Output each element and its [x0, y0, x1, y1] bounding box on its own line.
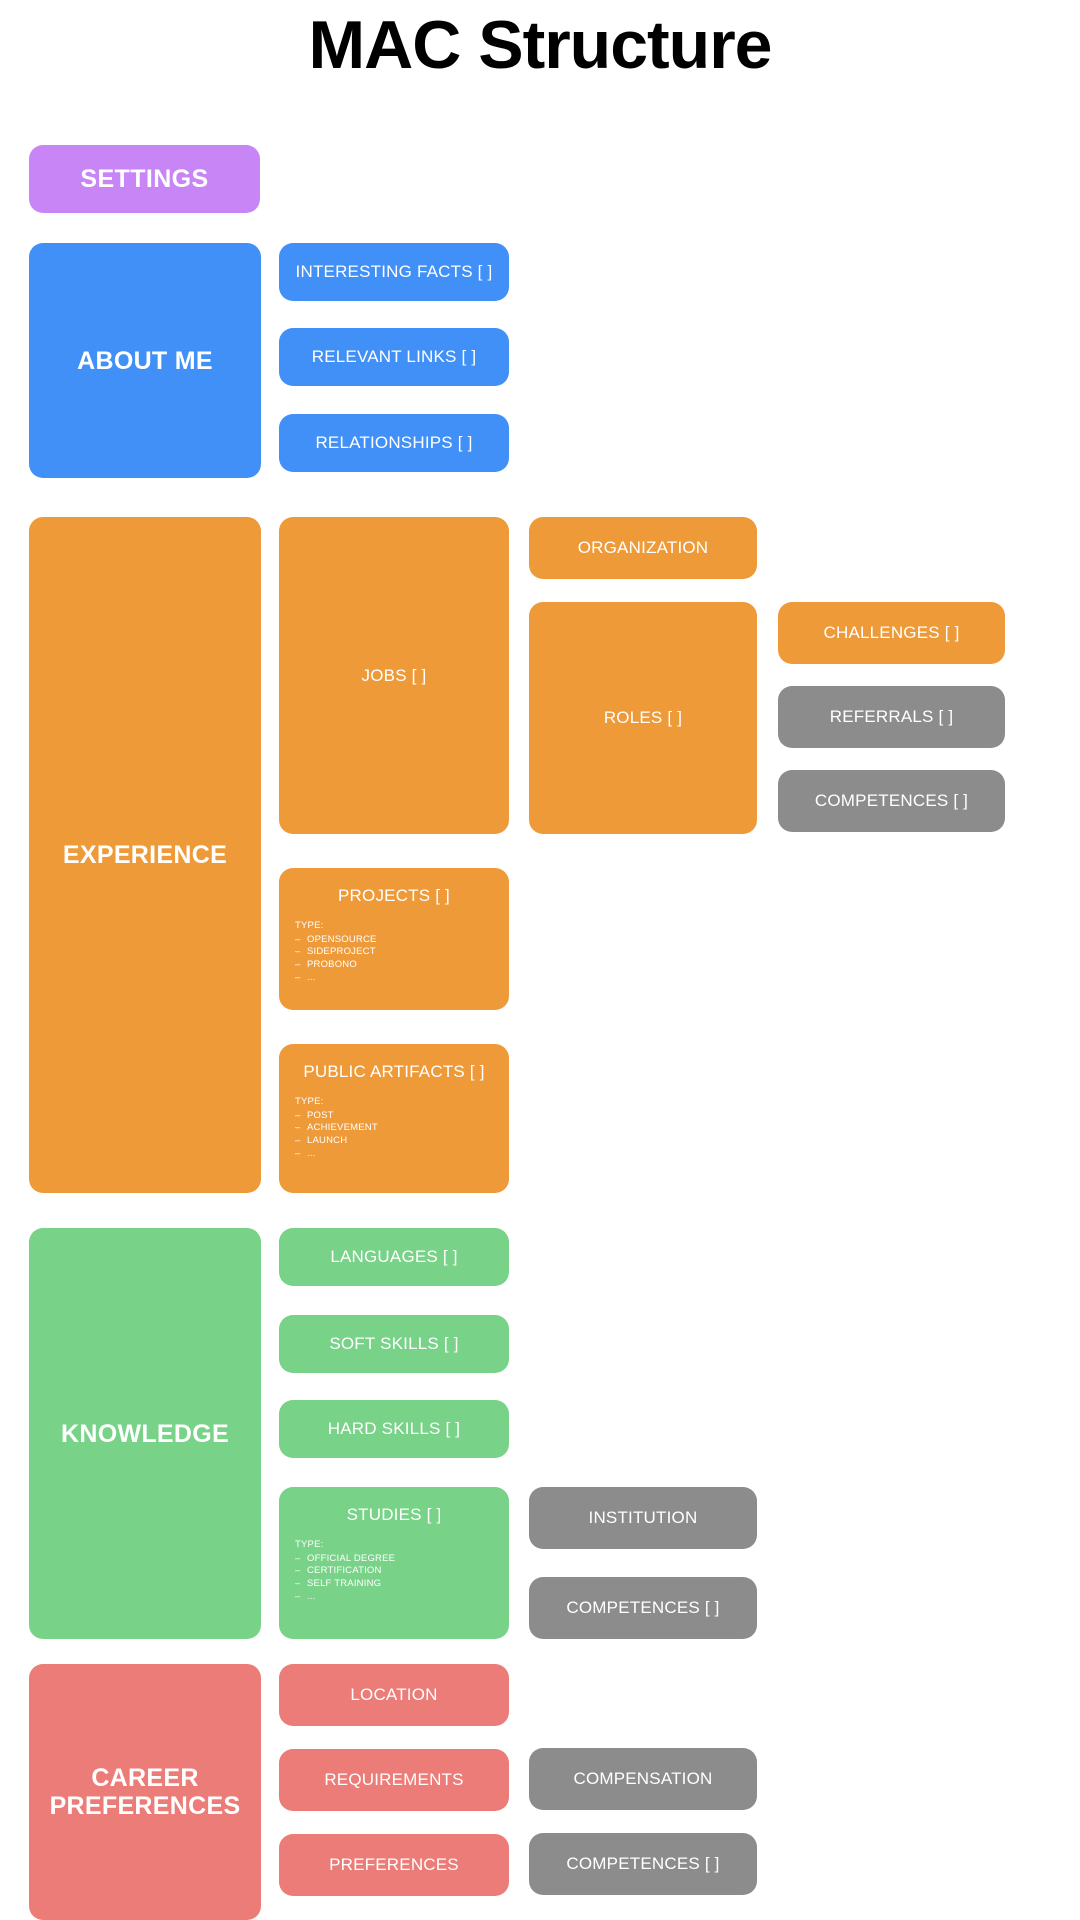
- experience-challenges-label: CHALLENGES [ ]: [823, 623, 960, 642]
- career-preferences-label-line1: CAREER: [91, 1764, 199, 1792]
- experience-competences-label: COMPETENCES [ ]: [814, 791, 969, 810]
- career-preferences-preferences-label: PREFERENCES: [329, 1855, 459, 1874]
- knowledge-studies-label: STUDIES [ ]: [346, 1505, 442, 1524]
- experience-public-artifacts-type-item: –LAUNCH: [295, 1134, 348, 1146]
- career-preferences-preferences[interactable]: PREFERENCES: [279, 1834, 509, 1896]
- career-preferences-competences-label: COMPETENCES [ ]: [566, 1854, 720, 1873]
- knowledge-studies-type-heading: TYPE:: [295, 1539, 324, 1550]
- experience-public-artifacts-type-heading: TYPE:: [295, 1096, 324, 1107]
- about-me-relationships-label: RELATIONSHIPS [ ]: [315, 433, 473, 452]
- about-me-interesting-facts[interactable]: INTERESTING FACTS [ ]: [279, 243, 509, 301]
- knowledge-studies[interactable]: STUDIES [ ] TYPE: –OFFICIAL DEGREE –CERT…: [279, 1487, 509, 1639]
- experience-projects-type-item: –SIDEPROJECT: [295, 946, 376, 958]
- knowledge-institution[interactable]: INSTITUTION: [529, 1487, 757, 1549]
- settings-label: SETTINGS: [80, 164, 209, 193]
- experience-label: EXPERIENCE: [62, 841, 228, 869]
- career-preferences-requirements-label: REQUIREMENTS: [324, 1770, 464, 1789]
- experience-block[interactable]: EXPERIENCE: [29, 517, 261, 1193]
- career-preferences-competences[interactable]: COMPETENCES [ ]: [529, 1833, 757, 1895]
- career-preferences-requirements[interactable]: REQUIREMENTS: [279, 1749, 509, 1811]
- knowledge-institution-label: INSTITUTION: [588, 1508, 698, 1527]
- experience-projects-type-item: –OPENSOURCE: [295, 933, 377, 945]
- about-me-relevant-links-label: RELEVANT LINKS [ ]: [311, 347, 477, 366]
- experience-public-artifacts-label: PUBLIC ARTIFACTS [ ]: [303, 1062, 485, 1081]
- experience-projects-label: PROJECTS [ ]: [338, 886, 450, 905]
- experience-projects-types: TYPE: –OPENSOURCE –SIDEPROJECT –PROBONO …: [295, 920, 493, 984]
- knowledge-soft-skills[interactable]: SOFT SKILLS [ ]: [279, 1315, 509, 1373]
- career-preferences-label-line2: PREFERENCES: [49, 1792, 241, 1820]
- about-me-block[interactable]: ABOUT ME: [29, 243, 261, 478]
- experience-projects[interactable]: PROJECTS [ ] TYPE: –OPENSOURCE –SIDEPROJ…: [279, 868, 509, 1010]
- knowledge-label: KNOWLEDGE: [61, 1419, 229, 1448]
- experience-roles-label: ROLES [ ]: [603, 708, 683, 727]
- knowledge-soft-skills-label: SOFT SKILLS [ ]: [329, 1334, 459, 1353]
- knowledge-studies-type-item: –CERTIFICATION: [295, 1565, 382, 1577]
- career-preferences-block[interactable]: CAREER PREFERENCES: [29, 1664, 261, 1920]
- knowledge-languages[interactable]: LANGUAGES [ ]: [279, 1228, 509, 1286]
- knowledge-competences-label: COMPETENCES [ ]: [566, 1598, 720, 1617]
- experience-referrals[interactable]: REFERRALS [ ]: [778, 686, 1005, 748]
- knowledge-hard-skills[interactable]: HARD SKILLS [ ]: [279, 1400, 509, 1458]
- settings-block[interactable]: SETTINGS: [29, 145, 260, 213]
- experience-projects-type-item: –...: [295, 971, 316, 983]
- career-preferences-location-label: LOCATION: [350, 1685, 438, 1704]
- experience-organization-label: ORGANIZATION: [577, 538, 709, 557]
- career-preferences-compensation[interactable]: COMPENSATION: [529, 1748, 757, 1810]
- career-preferences-location[interactable]: LOCATION: [279, 1664, 509, 1726]
- career-preferences-compensation-label: COMPENSATION: [573, 1769, 713, 1788]
- experience-projects-type-heading: TYPE:: [295, 920, 324, 931]
- knowledge-studies-type-item: –SELF TRAINING: [295, 1577, 382, 1589]
- experience-public-artifacts-types: TYPE: –POST –ACHIEVEMENT –LAUNCH –...: [295, 1096, 493, 1160]
- career-preferences-label: CAREER PREFERENCES: [44, 1764, 247, 1820]
- experience-jobs-label: JOBS [ ]: [361, 665, 427, 685]
- knowledge-competences[interactable]: COMPETENCES [ ]: [529, 1577, 757, 1639]
- about-me-interesting-facts-label: INTERESTING FACTS [ ]: [295, 262, 493, 281]
- knowledge-studies-types: TYPE: –OFFICIAL DEGREE –CERTIFICATION –S…: [295, 1539, 493, 1603]
- knowledge-studies-type-item: –OFFICIAL DEGREE: [295, 1552, 396, 1564]
- experience-public-artifacts[interactable]: PUBLIC ARTIFACTS [ ] TYPE: –POST –ACHIEV…: [279, 1044, 509, 1193]
- experience-projects-type-item: –PROBONO: [295, 958, 357, 970]
- experience-organization[interactable]: ORGANIZATION: [529, 517, 757, 579]
- knowledge-studies-type-item: –...: [295, 1590, 316, 1602]
- about-me-label: ABOUT ME: [77, 346, 213, 375]
- about-me-relevant-links[interactable]: RELEVANT LINKS [ ]: [279, 328, 509, 386]
- experience-public-artifacts-type-item: –POST: [295, 1109, 334, 1121]
- experience-competences[interactable]: COMPETENCES [ ]: [778, 770, 1005, 832]
- experience-referrals-label: REFERRALS [ ]: [829, 707, 954, 726]
- experience-roles[interactable]: ROLES [ ]: [529, 602, 757, 834]
- knowledge-hard-skills-label: HARD SKILLS [ ]: [327, 1419, 461, 1438]
- experience-public-artifacts-type-item: –...: [295, 1147, 316, 1159]
- knowledge-block[interactable]: KNOWLEDGE: [29, 1228, 261, 1639]
- about-me-relationships[interactable]: RELATIONSHIPS [ ]: [279, 414, 509, 472]
- experience-jobs[interactable]: JOBS [ ]: [279, 517, 509, 834]
- knowledge-languages-label: LANGUAGES [ ]: [330, 1247, 458, 1266]
- experience-challenges[interactable]: CHALLENGES [ ]: [778, 602, 1005, 664]
- experience-public-artifacts-type-item: –ACHIEVEMENT: [295, 1122, 378, 1134]
- page-title: MAC Structure: [308, 7, 772, 83]
